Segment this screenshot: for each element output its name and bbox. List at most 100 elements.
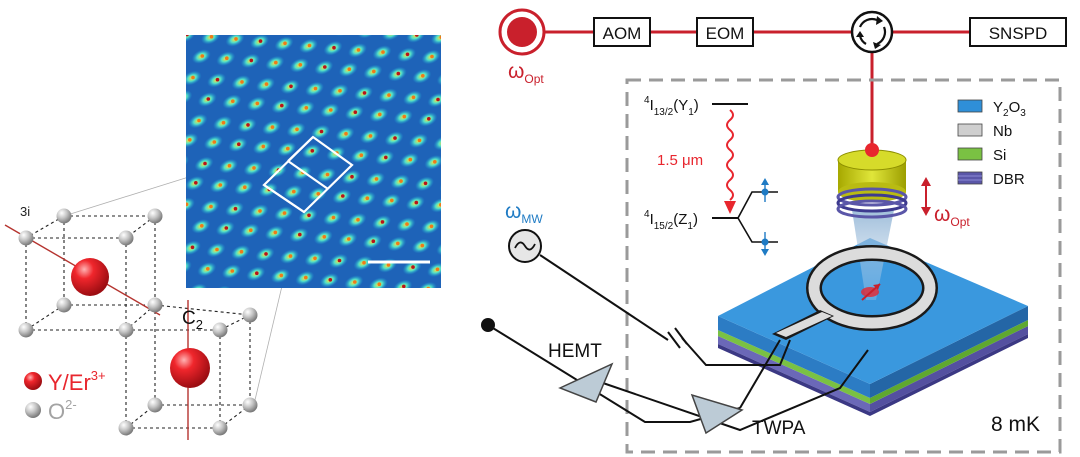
aom-box (593, 17, 651, 47)
stm-lattice-spot (186, 90, 193, 105)
stm-lattice-core (332, 45, 336, 50)
stm-lattice-core (479, 59, 483, 63)
stm-lattice-core (307, 43, 312, 48)
stm-lattice-core (121, 7, 125, 11)
legend-label-dbr: DBR (993, 171, 1025, 188)
stm-lattice-core (261, 144, 266, 149)
stm-lattice-core (347, 67, 352, 71)
stm-lattice-core (194, 181, 198, 185)
stm-lattice-core (200, 224, 204, 228)
stm-lattice-core (515, 317, 519, 321)
optical-transition-wave (726, 109, 734, 201)
stm-lattice-spot (513, 288, 537, 308)
stm-lattice-core (460, 270, 464, 274)
stm-lattice-core (372, 69, 376, 74)
stm-lattice-spot (504, 309, 528, 329)
stm-lattice-core (384, 155, 388, 160)
stm-lattice-core (182, 265, 186, 269)
stm-lattice-spot (186, 35, 196, 43)
stm-lattice-core (482, 334, 486, 338)
stm-lattice-core (501, 124, 505, 128)
stm-lattice-spot (455, 305, 479, 325)
stm-lattice-core (252, 166, 256, 170)
stm-lattice-core (430, 54, 434, 59)
stm-lattice-core (458, 162, 462, 166)
stm-lattice-core (439, 203, 441, 207)
stm-lattice-spot (140, 42, 164, 62)
stm-lattice-spot (110, 0, 134, 19)
cavity-frequency-label: ωOpt (934, 203, 970, 229)
stm-lattice-spot (164, 214, 188, 234)
stm-lattice-spot (158, 171, 182, 191)
stm-lattice-core (365, 196, 370, 200)
temperature-label: 8 mK (991, 413, 1040, 436)
stm-lattice-spot (440, 281, 464, 301)
stm-lattice-core (279, 273, 284, 278)
stm-lattice-core (319, 300, 323, 304)
stm-lattice-core (427, 117, 431, 121)
stm-lattice-core (439, 35, 441, 39)
stm-lattice-spot (284, 289, 308, 309)
stm-lattice-core (215, 77, 220, 82)
stm-lattice-spot (483, 243, 507, 263)
stm-lattice-spot (146, 85, 170, 105)
stm-lattice-core (331, 215, 336, 220)
stm-lattice-spot (453, 30, 477, 50)
stm-lattice-spot (232, 10, 256, 30)
legend-label-nb: Nb (993, 123, 1012, 140)
stm-lattice-core (509, 274, 513, 278)
stm-lattice-core (452, 119, 456, 123)
stm-lattice-spot (143, 149, 167, 169)
stm-lattice-core (384, 325, 388, 329)
stm-lattice-spot (137, 106, 161, 126)
sine-wave-icon (514, 241, 536, 251)
stm-lattice-core (396, 71, 401, 76)
stm-lattice-core (488, 207, 492, 211)
stm-lattice-core (393, 306, 397, 310)
stm-lattice-core (442, 141, 446, 145)
stm-lattice-core (495, 81, 499, 85)
stm-lattice-core (393, 136, 397, 140)
stm-lattice-core (316, 192, 321, 196)
stm-lattice-core (429, 224, 434, 229)
legend-label-y2o3: Y2O3 (993, 99, 1026, 119)
stm-lattice-spot (281, 14, 305, 34)
output-port (481, 318, 495, 332)
stm-lattice-core (411, 265, 415, 269)
stm-lattice-core (414, 200, 419, 205)
stm-lattice-core (142, 71, 146, 75)
stm-lattice-core (473, 186, 477, 190)
stm-lattice-core (212, 140, 217, 144)
legend-swatch-y2o3 (957, 99, 983, 113)
stm-lattice-spot (156, 66, 180, 86)
stm-lattice-core (500, 293, 504, 297)
transition-arrowhead (724, 201, 736, 214)
stm-lattice-core (344, 302, 348, 306)
stm-lattice-core (270, 295, 274, 299)
stm-lattice-core (402, 114, 407, 119)
stm-lattice-core (525, 296, 529, 300)
stm-lattice-core (381, 50, 385, 54)
optical-circulator-icon (850, 10, 894, 54)
stm-lattice-core (347, 237, 351, 241)
stm-lattice-core (261, 314, 265, 318)
stm-lattice-spot (440, 111, 464, 131)
wavelength-label: 1.5 μm (657, 152, 703, 169)
stm-lattice-spot (131, 63, 155, 83)
stm-lattice-spot (162, 109, 186, 129)
stm-lattice-core (313, 256, 317, 261)
stm-lattice-spot (431, 303, 455, 323)
stm-lattice-core (350, 174, 354, 179)
stm-lattice-core (298, 232, 302, 237)
cryostat-boundary (625, 78, 1062, 454)
stm-lattice-core (387, 93, 391, 97)
stm-lattice-core (503, 231, 507, 235)
hemt-label: HEMT (548, 341, 602, 362)
stm-lattice-core (264, 252, 268, 256)
stm-lattice-core (374, 177, 379, 181)
stm-lattice-spot (406, 300, 430, 320)
y2o3-surface (718, 238, 1028, 384)
stm-lattice-core (366, 29, 370, 33)
legend-swatch-nb (957, 123, 983, 137)
